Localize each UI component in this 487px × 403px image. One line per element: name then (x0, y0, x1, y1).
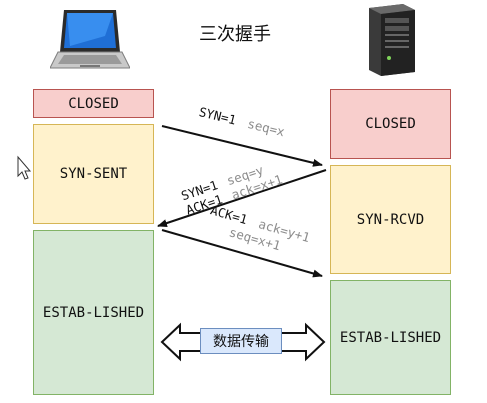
syn-ack-arrow (157, 169, 327, 227)
msg1-flag-syn: SYN=1 (197, 104, 237, 127)
server-state-syn-rcvd: SYN-RCVD (330, 165, 451, 274)
data-transfer-label: 数据传输 (200, 328, 282, 354)
msg1-field-seq: seq=x (246, 116, 287, 140)
server-state-closed: CLOSED (330, 89, 451, 159)
ack-arrow (161, 229, 323, 278)
client-state-closed: CLOSED (33, 89, 154, 118)
msg3-flag-ack: ACK=1 (209, 202, 249, 227)
client-state-established: ESTAB-LISHED (33, 230, 154, 395)
diagram-title: 三次握手 (199, 24, 271, 45)
syn-arrow (161, 125, 323, 167)
server-tower-icon (369, 4, 415, 76)
mouse-pointer-icon (17, 155, 32, 180)
laptop-icon (50, 10, 130, 69)
server-state-established: ESTAB-LISHED (330, 280, 451, 395)
client-state-syn-sent: SYN-SENT (33, 124, 154, 224)
